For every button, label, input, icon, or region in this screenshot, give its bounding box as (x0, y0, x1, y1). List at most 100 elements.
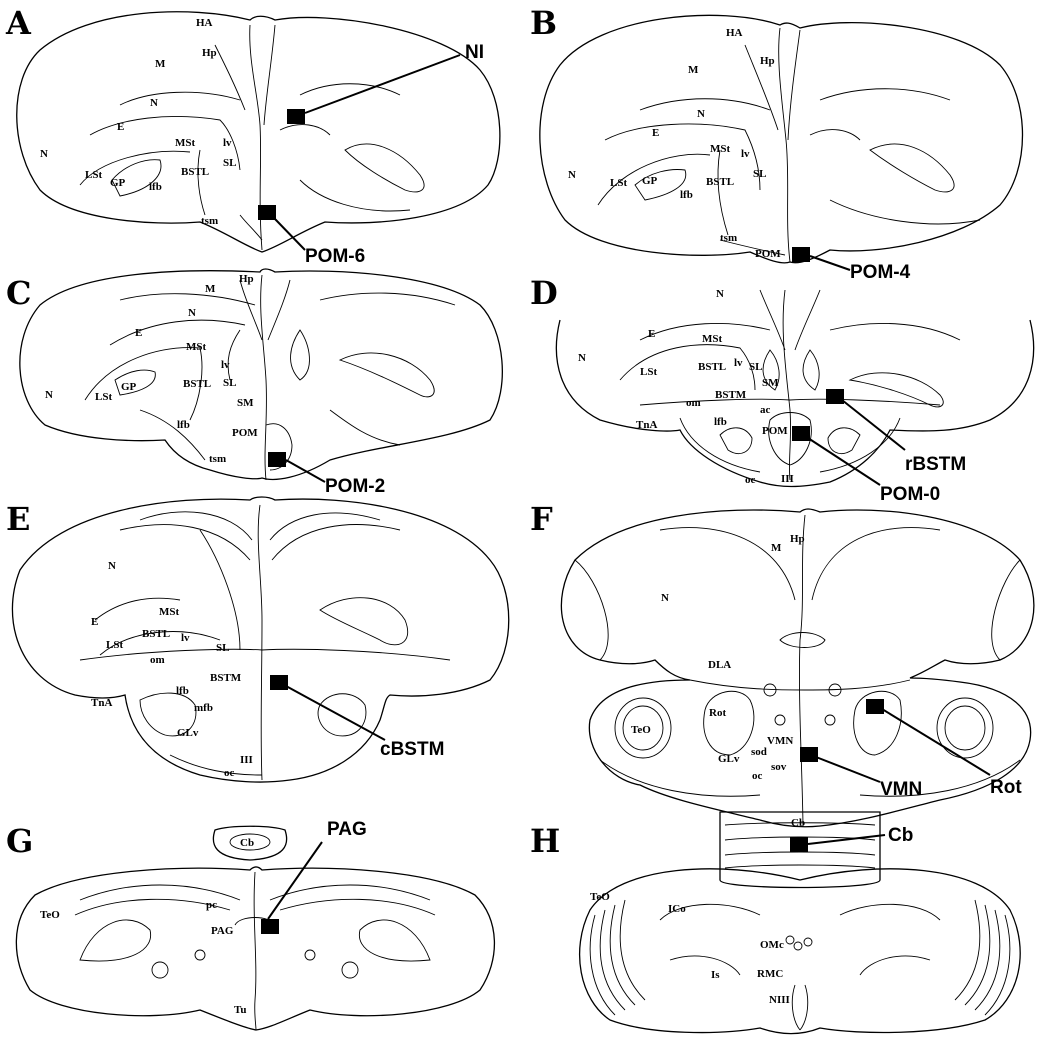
region-label: lfb (176, 685, 189, 697)
callout-label: PAG (327, 819, 367, 840)
panel-a: A HA Hp M N N E MSt lv SL BSTL LSt GP lf (5, 4, 501, 267)
region-label: POM (232, 427, 258, 439)
region-label: om (150, 654, 165, 666)
region-label: oc (224, 767, 235, 779)
region-label: N (578, 352, 586, 364)
brain-outline (16, 11, 501, 253)
region-label: Tu (234, 1004, 246, 1016)
region-label: M (688, 64, 699, 76)
callout-label: cBSTM (380, 739, 444, 760)
region-label: GLv (177, 727, 199, 739)
callout-label: POM-2 (325, 476, 385, 497)
region-label: MSt (710, 143, 731, 155)
region-label: GLv (718, 753, 740, 765)
region-label: Rot (709, 707, 726, 719)
panel-letter: E (6, 500, 30, 538)
region-label: oc (745, 474, 756, 486)
region-label: N (45, 389, 53, 401)
region-label: POM (762, 425, 788, 437)
region-label: DLA (708, 659, 731, 671)
callout-label: POM-0 (880, 484, 940, 505)
region-label: BSTL (181, 166, 209, 178)
region-label: om (686, 397, 701, 409)
region-label: lfb (680, 189, 693, 201)
region-label: Hp (760, 55, 775, 67)
region-label: MSt (159, 606, 180, 618)
callout-line (807, 437, 881, 486)
region-label: HA (196, 17, 213, 29)
sample-site-marker (792, 247, 810, 262)
region-label: ac (760, 404, 771, 416)
region-label: lfb (714, 416, 727, 428)
region-label: lv (221, 359, 230, 371)
region-label: mfb (194, 702, 213, 714)
region-label: N (661, 592, 669, 604)
panel-letter: A (5, 4, 32, 42)
panel-e: E N MSt E BSTL LSt lv SL om BSTM TnA lfb… (6, 496, 510, 783)
region-label: E (117, 121, 124, 133)
region-label: LSt (610, 177, 627, 189)
region-label: M (205, 283, 216, 295)
panel-d: D N N E MSt LSt BSTL lv SL SM BSTM (530, 274, 1035, 505)
callout-label: POM-6 (305, 246, 365, 267)
callout-line (267, 841, 323, 920)
region-label: SM (762, 377, 779, 389)
region-label: sod (751, 746, 767, 758)
region-label: GP (642, 175, 658, 187)
region-label: SL (223, 157, 236, 169)
region-label: POM (755, 248, 781, 260)
region-label: GP (121, 381, 137, 393)
region-label: BSTM (210, 672, 242, 684)
region-label: TnA (636, 419, 657, 431)
panel-c: C Hp M N N E MSt lv SL BSTL LSt GP SM (6, 268, 503, 497)
region-label: E (648, 328, 655, 340)
callout-line (807, 834, 886, 845)
sample-site-marker (800, 747, 818, 762)
region-label: tsm (201, 215, 218, 227)
sample-site-marker (261, 919, 279, 934)
region-label: SL (216, 642, 229, 654)
callout-line (304, 54, 461, 114)
region-label: MSt (186, 341, 207, 353)
region-label: BSTL (698, 361, 726, 373)
region-label: SL (753, 168, 766, 180)
region-label: BSTL (183, 378, 211, 390)
region-label: N (697, 108, 705, 120)
region-label: lfb (177, 419, 190, 431)
region-label: E (652, 127, 659, 139)
region-label: pc (206, 899, 217, 911)
region-label: lv (734, 357, 743, 369)
brain-outline (539, 14, 1024, 264)
region-label: sov (771, 761, 787, 773)
panel-h: H Cb TeO ICo (530, 811, 1021, 1035)
region-label: LSt (640, 366, 657, 378)
callout-label: Rot (990, 777, 1022, 798)
panel-letter: C (6, 274, 31, 312)
region-label: BSTL (142, 628, 170, 640)
region-label: PAG (211, 925, 234, 937)
region-label: tsm (209, 453, 226, 465)
panel-letter: B (530, 4, 557, 42)
brain-outline (19, 268, 503, 481)
sample-site-marker (866, 699, 884, 714)
region-label: N (108, 560, 116, 572)
region-label: NIII (769, 994, 790, 1006)
sample-site-marker (826, 389, 844, 404)
region-label: TeO (631, 724, 651, 736)
region-label: Is (711, 969, 720, 981)
region-label: N (150, 97, 158, 109)
callout-label: Cb (888, 825, 913, 846)
panel-letter: H (530, 822, 560, 860)
panel-letter: G (6, 822, 33, 860)
region-label: BSTM (715, 389, 747, 401)
region-label: N (188, 307, 196, 319)
region-label: III (240, 754, 253, 766)
region-label: Hp (202, 47, 217, 59)
region-label: MSt (175, 137, 196, 149)
panel-f: F Hp M N DLA Rot TeO V (530, 500, 1035, 828)
region-label: E (135, 327, 142, 339)
region-label: tsm (720, 232, 737, 244)
panel-letter: D (530, 274, 558, 312)
callout-line (809, 255, 851, 271)
